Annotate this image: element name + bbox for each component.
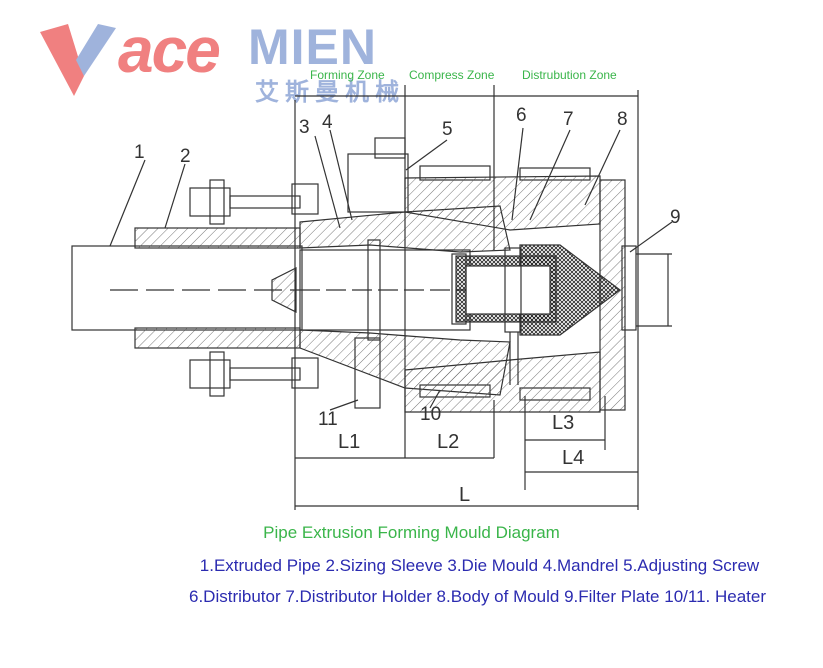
zone-label-forming: Forming Zone <box>310 68 385 82</box>
part-number-5: 5 <box>442 119 453 140</box>
part-number-3: 3 <box>299 117 310 138</box>
logo-chinese-text: 艾斯曼机械 <box>255 78 405 106</box>
dimension-label-l3: L3 <box>552 412 575 434</box>
legend-line-1: 1.Extruded Pipe 2.Sizing Sleeve 3.Die Mo… <box>199 556 760 575</box>
dimension-label-l4: L4 <box>562 447 585 469</box>
part-number-2: 2 <box>180 146 191 167</box>
part-number-4: 4 <box>322 112 333 133</box>
logo-mien-text: MIEN <box>248 19 377 75</box>
part-number-7: 7 <box>563 109 574 130</box>
part-number-10: 10 <box>420 404 442 425</box>
part-number-1: 1 <box>134 142 145 163</box>
diagram-title: Pipe Extrusion Forming Mould Diagram <box>263 523 560 542</box>
zone-label-distribution: Distrubution Zone <box>522 68 617 82</box>
zone-label-compress: Compress Zone <box>409 68 495 82</box>
part-number-6: 6 <box>516 105 527 126</box>
part-number-8: 8 <box>617 109 628 130</box>
dimension-label-l: L <box>459 484 471 506</box>
logo-ace-text: ace <box>118 14 221 86</box>
logo-mark-icon <box>40 24 116 96</box>
dimension-label-l2: L2 <box>437 431 460 453</box>
part-number-9: 9 <box>670 207 681 228</box>
part-number-11: 11 <box>318 409 338 430</box>
legend-line-2: 6.Distributor 7.Distributor Holder 8.Bod… <box>188 587 766 606</box>
dimension-label-l1: L1 <box>338 431 361 453</box>
